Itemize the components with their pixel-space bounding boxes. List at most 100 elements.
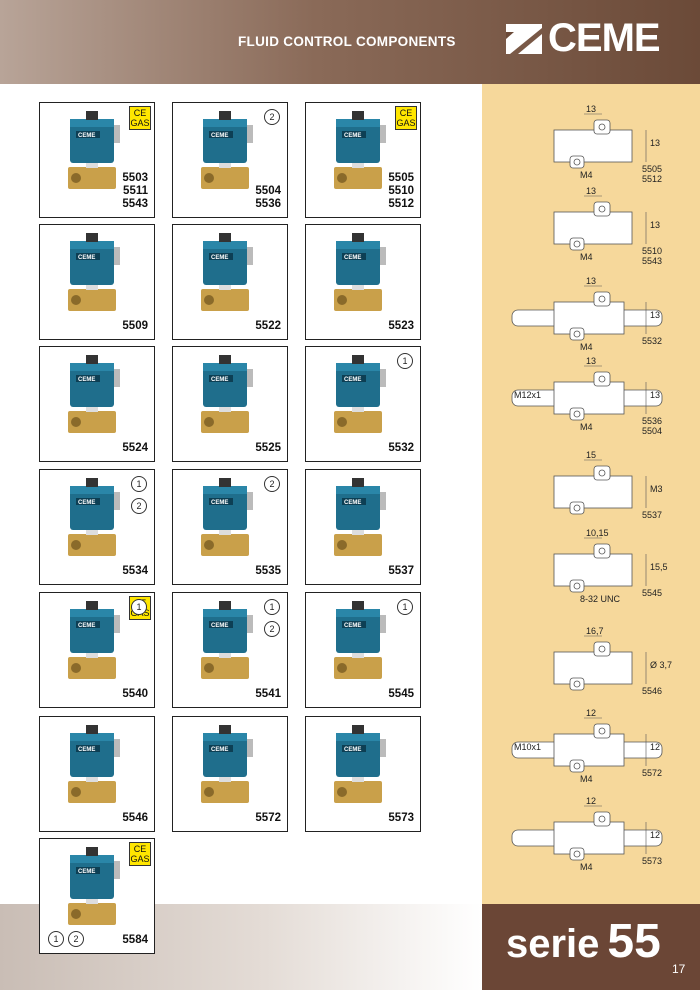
dimension-label: M10x1 [514, 742, 542, 752]
dimension-label: 13 [586, 356, 597, 366]
coil-logo-text: CEME [78, 623, 95, 629]
valve-outline-drawing [553, 635, 647, 691]
product-codes: 5584 [122, 934, 148, 947]
coil-logo-text: CEME [211, 623, 228, 629]
solenoid-valve-image: CEME [334, 601, 386, 679]
coil-logo-text: CEME [78, 377, 95, 383]
dimension-label: 12 [586, 796, 597, 806]
note-circle: 1 [48, 931, 64, 947]
dimension-label: M4 [580, 422, 593, 432]
dimension-label: 15 [586, 450, 597, 460]
solenoid-valve-image: CEME [334, 111, 386, 189]
product-card-5509: CEME 5509 [39, 224, 155, 340]
drawing-codes: 5573 [642, 856, 662, 866]
drawing-code: 5532 [642, 336, 663, 346]
dimension-label: 13 [586, 276, 597, 286]
note-circle: 1 [397, 353, 413, 369]
dimension-label: M12x1 [514, 390, 542, 400]
product-code: 5545 [388, 688, 414, 700]
note-circle: 1 [131, 476, 147, 492]
drawing-code: 5504 [642, 426, 663, 436]
coil-logo-text: CEME [344, 255, 361, 261]
logo-text: CEME [548, 16, 661, 60]
ceme-logo: CEME [506, 16, 674, 60]
solenoid-valve-image: CEME [201, 233, 253, 311]
product-code: 5509 [122, 320, 148, 332]
solenoid-valve-image: CEME [68, 233, 120, 311]
dimension-label: M4 [580, 252, 593, 262]
valve-outline-drawing [553, 113, 647, 169]
valve-outline-drawing [553, 459, 647, 515]
header-title: FLUID CONTROL COMPONENTS [238, 34, 456, 49]
ceme-logo-mark-icon [506, 24, 542, 54]
solenoid-valve-image: CEME [334, 355, 386, 433]
coil-logo-text: CEME [78, 133, 95, 139]
serie-number: 55 [607, 915, 661, 968]
product-code: 5511 [123, 185, 148, 197]
dimension-label: M4 [580, 170, 593, 180]
solenoid-valve-image: CEME [68, 111, 120, 189]
product-codes: 5572 [255, 812, 281, 825]
product-code: 5572 [255, 812, 281, 824]
product-code: 5525 [255, 442, 281, 454]
drawing-code: 5546 [642, 686, 663, 696]
dimension-label: 13 [650, 310, 661, 320]
ce-gas-badge: CE GAS [129, 842, 151, 866]
product-codes: 5534 [122, 565, 148, 578]
product-code: 5523 [388, 320, 414, 332]
drawing-code: 5510 [642, 246, 663, 256]
drawing-code: 5536 [642, 416, 663, 426]
product-codes: 5525 [255, 442, 281, 455]
coil-logo-text: CEME [344, 377, 361, 383]
coil-logo-text: CEME [211, 747, 228, 753]
product-codes: 5573 [388, 812, 414, 825]
valve-outline-drawing [511, 805, 663, 861]
coil-logo-text: CEME [344, 500, 361, 506]
note-circle: 2 [264, 476, 280, 492]
solenoid-valve-image: CEME [68, 847, 120, 925]
product-code: 5540 [122, 688, 148, 700]
product-code: 5546 [122, 812, 148, 824]
product-code: 5536 [255, 198, 281, 210]
serie-box [482, 904, 700, 990]
product-code: 5522 [255, 320, 281, 332]
drawing-codes: 5532 [642, 336, 662, 346]
drawing-codes: 5537 [642, 510, 662, 520]
dimension-label: 15,5 [650, 562, 668, 572]
product-code: 5541 [255, 688, 281, 700]
dimension-label: 13 [650, 138, 661, 148]
solenoid-valve-image: CEME [334, 478, 386, 556]
dimension-label: 8-32 UNC [580, 594, 621, 604]
coil-logo-text: CEME [344, 133, 361, 139]
dimension-label: M4 [580, 774, 593, 784]
solenoid-valve-image: CEME [68, 355, 120, 433]
valve-outline-drawing [511, 717, 663, 773]
coil-logo-text: CEME [78, 255, 95, 261]
page-number: 17 [672, 962, 686, 976]
drawing-code: 5537 [642, 510, 663, 520]
product-code: 5584 [122, 934, 148, 946]
product-codes: 5522 [255, 320, 281, 333]
solenoid-valve-image: CEME [201, 725, 253, 803]
product-codes: 5537 [388, 565, 414, 578]
ce-gas-badge: CE GAS [395, 106, 417, 130]
product-codes: 5523 [388, 320, 414, 333]
drawing-code: 5505 [642, 164, 663, 174]
product-codes: 5546 [122, 812, 148, 825]
solenoid-valve-image: CEME [201, 601, 253, 679]
coil-logo-text: CEME [78, 500, 95, 506]
drawing-codes: 5545 [642, 588, 662, 598]
product-card-5523: CEME 5523 [305, 224, 421, 340]
